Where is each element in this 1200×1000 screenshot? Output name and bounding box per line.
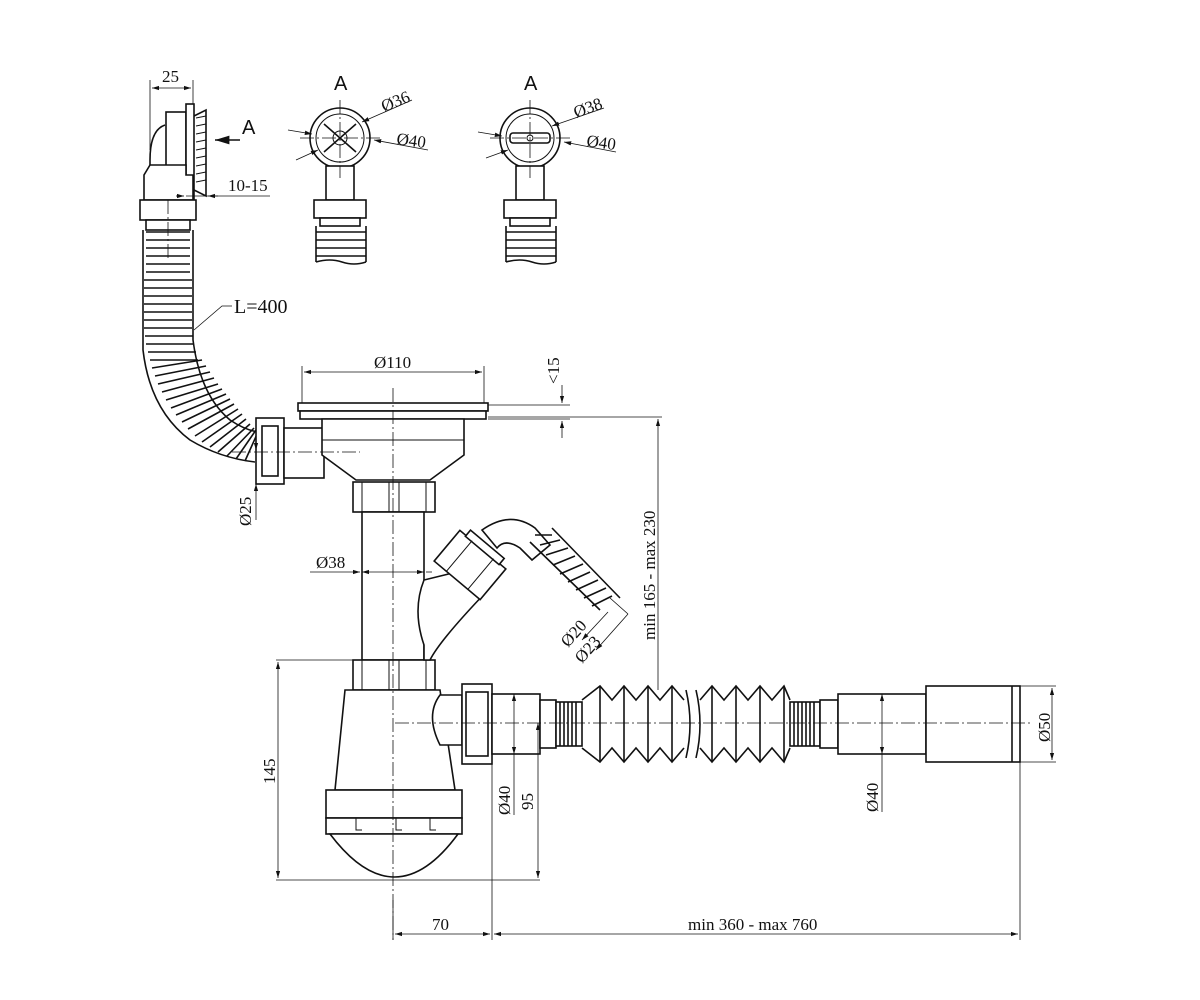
dim-height-range: min 165 - max 230 xyxy=(640,511,659,640)
overflow-fitting-side xyxy=(139,103,207,231)
dim-left-cap-outer: Ø40 xyxy=(395,129,427,152)
dimension-labels: 25 A 10-15 A A Ø36 Ø40 Ø38 Ø40 L=400 Ø11… xyxy=(162,67,1054,934)
trap-bowl xyxy=(325,689,463,878)
dim-strainer-dia: Ø110 xyxy=(374,353,411,372)
dimension-lines xyxy=(149,80,1056,940)
dim-panel-thickness: 10-15 xyxy=(228,176,268,195)
dim-left-cap-inner: Ø36 xyxy=(378,87,412,116)
dim-end-dia: Ø50 xyxy=(1035,713,1054,742)
dim-length-range: min 360 - max 760 xyxy=(688,915,817,934)
dim-right-cap-outer: Ø40 xyxy=(585,131,617,154)
view-a-right-label: A xyxy=(524,73,538,95)
dim-outlet-dia: Ø40 xyxy=(495,786,514,815)
side-inlet-elbow xyxy=(417,518,621,661)
dim-overflow-port: Ø25 xyxy=(236,497,255,526)
center-lines xyxy=(167,100,1030,940)
dim-overflow-depth: 25 xyxy=(162,67,179,86)
view-a-arrow-label: A xyxy=(242,117,256,139)
dim-hose-length: L=400 xyxy=(234,296,288,318)
dim-tube-dia: Ø38 xyxy=(316,553,345,572)
dim-right-cap-inner: Ø38 xyxy=(571,94,605,122)
dim-trap-height: 145 xyxy=(260,759,279,785)
overflow-corrugated-hose xyxy=(142,230,325,485)
waste-pipe xyxy=(461,683,1021,765)
dim-outlet-height: 95 xyxy=(518,793,537,810)
dim-waste-dia: Ø40 xyxy=(863,783,882,812)
dim-flange-max: <15 xyxy=(544,357,563,384)
view-a-left-label: A xyxy=(334,73,348,95)
dim-offset-70: 70 xyxy=(432,915,449,934)
